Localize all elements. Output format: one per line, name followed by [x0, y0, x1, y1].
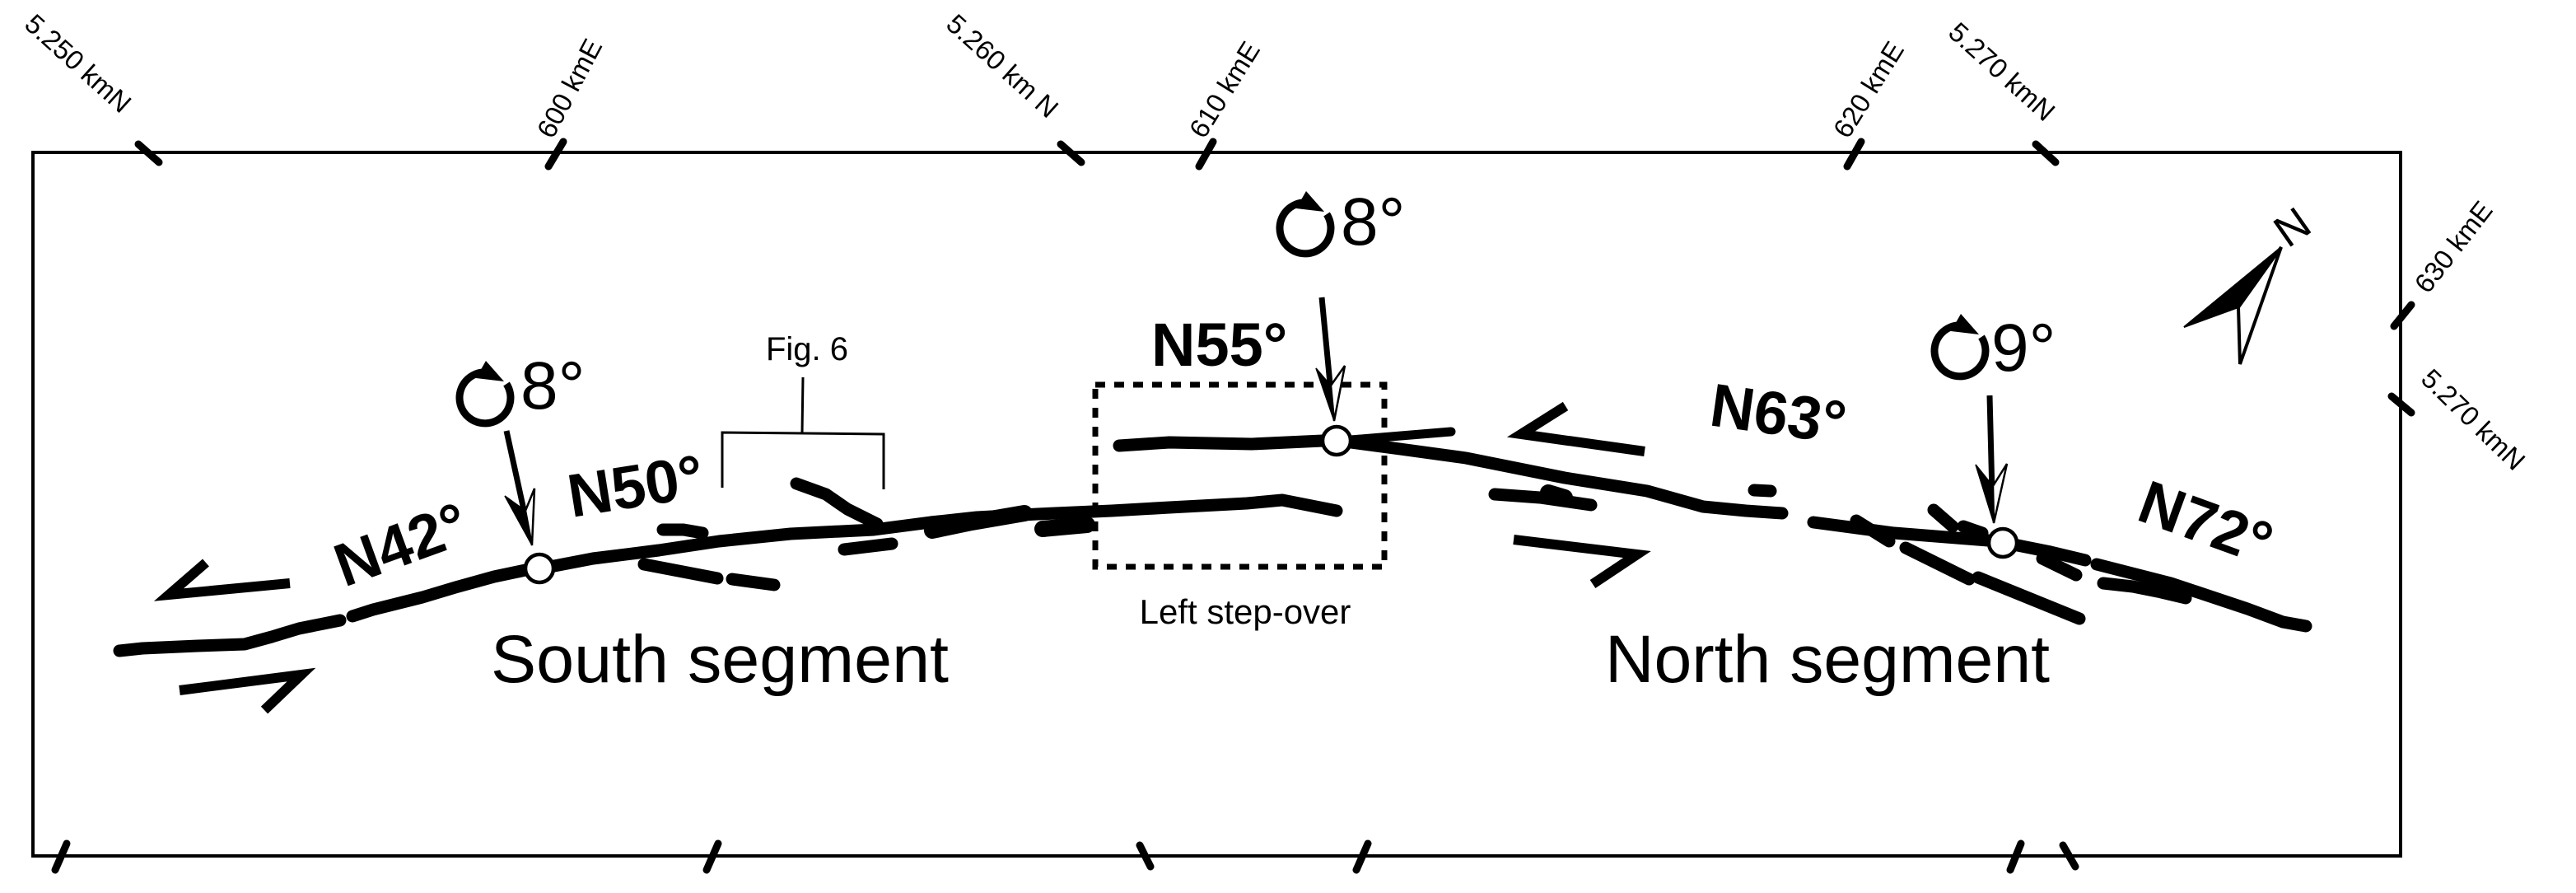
- fault-splay: [726, 573, 781, 591]
- fault-splay: [1748, 484, 1777, 498]
- tick-top-5260-kmn: [1057, 140, 1085, 166]
- grid-label-5270-kmn-right: 5.270 kmN: [2415, 362, 2531, 475]
- grid-label-5250-kmn: 5.250 kmN: [19, 8, 137, 119]
- grid-label-610-kme: 610 kmE: [1183, 36, 1266, 143]
- grid-label-630-kme: 630 kmE: [2408, 195, 2498, 298]
- fault-overlap: [924, 505, 1033, 539]
- site-marker: [1320, 424, 1353, 457]
- map-frame: [31, 151, 2402, 858]
- rotation-value: 8°: [1341, 185, 1405, 259]
- rotation-site-1: 8°: [455, 348, 585, 585]
- tick-bottom-6: [2059, 841, 2079, 871]
- fig6-label: Fig. 6: [766, 331, 848, 367]
- pointer-arrowhead-open: [1991, 463, 2009, 524]
- fault-trace: [346, 563, 532, 623]
- fault-trace: [2011, 539, 2092, 567]
- pointer-arrow-shaft: [1986, 395, 1995, 495]
- tick-top-610-kme: [1195, 138, 1217, 171]
- rotation-value: 9°: [1991, 311, 2056, 386]
- fault-splay: [790, 477, 884, 531]
- rotation-site-2: 8°: [1276, 185, 1405, 457]
- fault-splay: [1957, 520, 1989, 540]
- fault-splay: [656, 523, 709, 540]
- right-ticks: [2387, 301, 2415, 417]
- half-arrow-north-lower: [1513, 535, 1651, 588]
- slip-arrows: [153, 401, 1651, 714]
- bracket-stem: [800, 376, 805, 434]
- tick-right-630-kme: [2390, 301, 2415, 330]
- fault-trace: [2090, 558, 2312, 633]
- fault-splay: [1850, 514, 1896, 548]
- tick-right-5270-kmn: [2387, 392, 2415, 417]
- fault-overlap: [2097, 577, 2192, 605]
- site-marker: [523, 552, 556, 585]
- north-letter: N: [2265, 198, 2319, 257]
- top-ticks: [134, 138, 2060, 171]
- strike-label-n55: N55°: [1151, 311, 1287, 379]
- tick-bottom-2: [702, 839, 722, 874]
- fault-trace: [1807, 516, 1995, 547]
- south-segment-label: South segment: [491, 622, 949, 697]
- half-arrow-south-upper: [153, 559, 291, 601]
- tick-top-620-kme: [1843, 138, 1865, 171]
- tick-top-5270-kmn: [2032, 140, 2060, 166]
- fault-splay: [1899, 541, 1976, 586]
- tick-bottom-5: [2006, 839, 2025, 874]
- fig6-bracket: Fig. 6: [721, 331, 885, 489]
- tick-bottom-3: [1136, 841, 1155, 871]
- half-arrow-north-upper: [1506, 401, 1645, 456]
- strike-label-n72: N72°: [2130, 467, 2282, 578]
- grid-label-5260-kmn: 5.260 km N: [940, 8, 1064, 124]
- tick-top-5250-kmn: [134, 140, 163, 166]
- grid-label-600-kme: 600 kmE: [531, 34, 609, 143]
- fault-splay: [1927, 503, 1959, 533]
- grid-label-5270-kmn: 5.270 kmN: [1943, 16, 2060, 127]
- left-stepover-label: Left step-over: [1140, 592, 1351, 631]
- rotation-value: 8°: [520, 348, 585, 423]
- clockwise-rotation-icon: [1930, 314, 1990, 381]
- pointer-arrowhead-open: [1329, 365, 1346, 422]
- half-arrow-south-lower: [179, 667, 316, 714]
- grid-label-620-kme: 620 kmE: [1827, 36, 1910, 143]
- clockwise-rotation-icon: [1276, 191, 1335, 258]
- fault-splay: [1972, 571, 2086, 625]
- fault-trace: [1113, 434, 1329, 452]
- tick-bottom-1: [51, 839, 71, 874]
- fault-overlap: [1488, 488, 1598, 512]
- tick-top-600-kme: [544, 138, 567, 171]
- fault-traces: [113, 427, 2312, 657]
- tick-bottom-4: [1352, 839, 1372, 874]
- bottom-ticks: [51, 839, 2079, 874]
- pointer-arrow-shaft: [503, 430, 529, 518]
- pointer-arrowhead-open: [524, 488, 536, 546]
- fault-overlap: [1540, 484, 1573, 506]
- strike-label-n50: N50°: [563, 442, 708, 531]
- rotation-site-3: 9°: [1930, 311, 2056, 559]
- north-arrow-open-half: [2236, 245, 2283, 365]
- fault-trace: [113, 614, 347, 657]
- site-marker: [1986, 526, 2019, 559]
- north-segment-label: North segment: [1605, 622, 2050, 697]
- fault-trace: [1344, 436, 1789, 520]
- fault-splay: [838, 537, 898, 556]
- clockwise-rotation-icon: [455, 361, 515, 428]
- fault-overlap: [1034, 517, 1095, 537]
- left-stepover-box: [1092, 381, 1388, 570]
- strike-label-n63: N63°: [1706, 371, 1850, 457]
- pointer-arrow-shaft: [1318, 297, 1334, 393]
- north-arrow: N: [2183, 198, 2320, 365]
- fault-splay: [2036, 552, 2083, 582]
- fault-splay: [637, 558, 724, 585]
